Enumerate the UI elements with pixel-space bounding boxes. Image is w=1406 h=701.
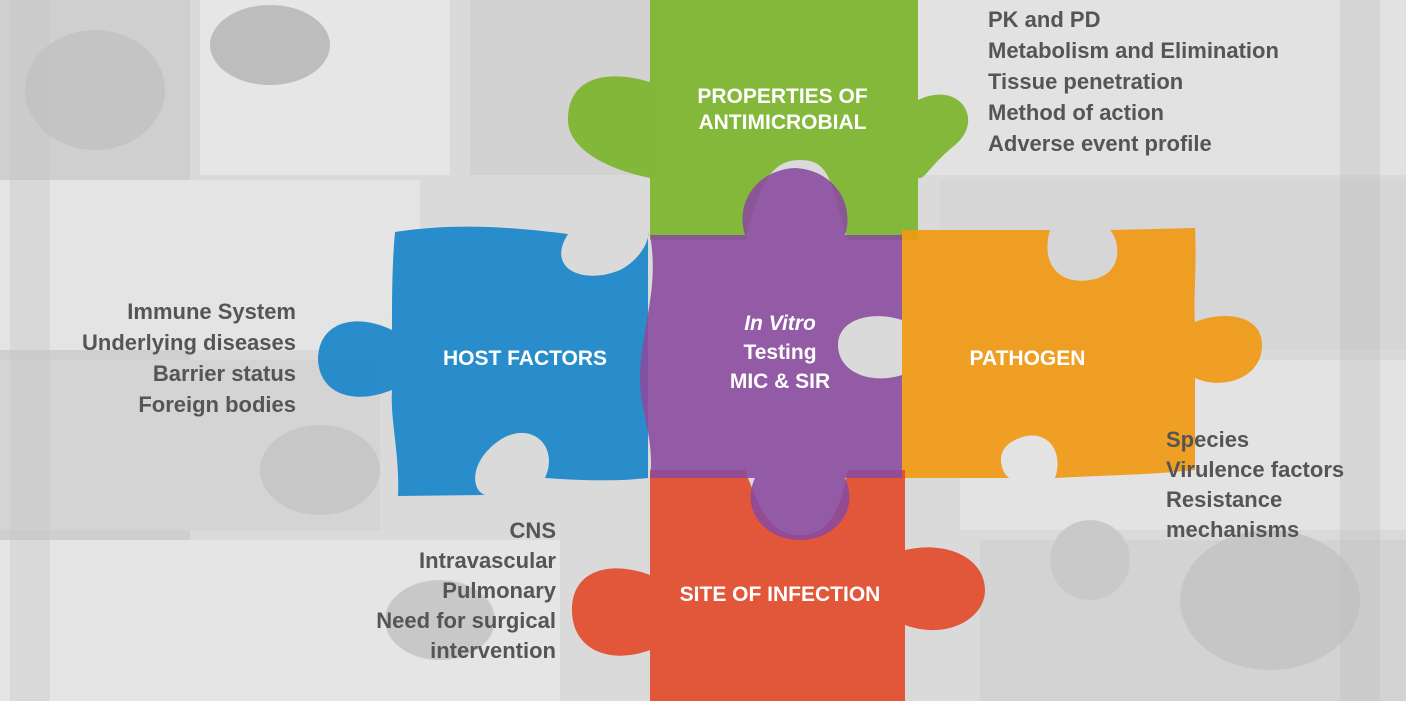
in-vitro-label: In Vitro	[744, 312, 816, 335]
list-item: Underlying diseases	[82, 330, 296, 355]
list-item: Species	[1166, 427, 1250, 452]
list-item: Barrier status	[152, 361, 296, 386]
list-item: mechanisms	[1166, 517, 1300, 542]
list-item: Metabolism and Elimination	[988, 38, 1279, 63]
list-item: CNS	[509, 518, 556, 543]
list-item: Virulence factors	[1166, 457, 1345, 482]
list-item: Foreign bodies	[138, 392, 296, 417]
list-item: Tissue penetration	[988, 69, 1184, 94]
site-of-infection-puzzle-piece	[572, 470, 985, 701]
list-item: Intravascular	[419, 548, 556, 573]
pathogen-list: Species Virulence factors Resistance mec…	[1166, 425, 1401, 545]
list-item: PK and PD	[988, 7, 1101, 32]
testing-label: Testing	[743, 341, 817, 364]
host-factors-list: Immune System Underlying diseases Barrie…	[40, 296, 296, 420]
host-factors-puzzle-piece	[318, 226, 649, 496]
mic-sir-label: MIC & SIR	[729, 370, 831, 393]
list-item: Resistance	[1166, 487, 1283, 512]
list-item: Method of action	[988, 100, 1164, 125]
antimicrobial-piece-label: PROPERTIES OF ANTIMICROBIAL	[640, 84, 925, 137]
host-factors-label: HOST FACTORS	[442, 347, 608, 370]
in-vitro-center-puzzle-piece	[640, 168, 902, 540]
list-item: Immune System	[127, 299, 296, 324]
list-item: Pulmonary	[442, 578, 556, 603]
center-piece-label: In Vitro Testing MIC & SIR	[690, 309, 870, 396]
site-of-infection-list: CNS Intravascular Pulmonary Need for sur…	[300, 516, 556, 666]
antimicrobial-puzzle-piece	[568, 0, 969, 240]
list-item: Need for surgical	[376, 608, 556, 633]
site-of-infection-label: SITE OF INFECTION	[679, 583, 881, 606]
list-item: intervention	[430, 638, 556, 663]
antimicrobial-properties-list: PK and PD Metabolism and Elimination Tis…	[988, 4, 1398, 159]
pathogen-puzzle-piece	[902, 228, 1262, 478]
antimicrobial-label-line2: ANTIMICROBIAL	[698, 111, 867, 135]
list-item: Adverse event profile	[988, 131, 1212, 156]
pathogen-label: PATHOGEN	[969, 347, 1086, 370]
antimicrobial-label-line1: PROPERTIES OF	[697, 85, 868, 108]
